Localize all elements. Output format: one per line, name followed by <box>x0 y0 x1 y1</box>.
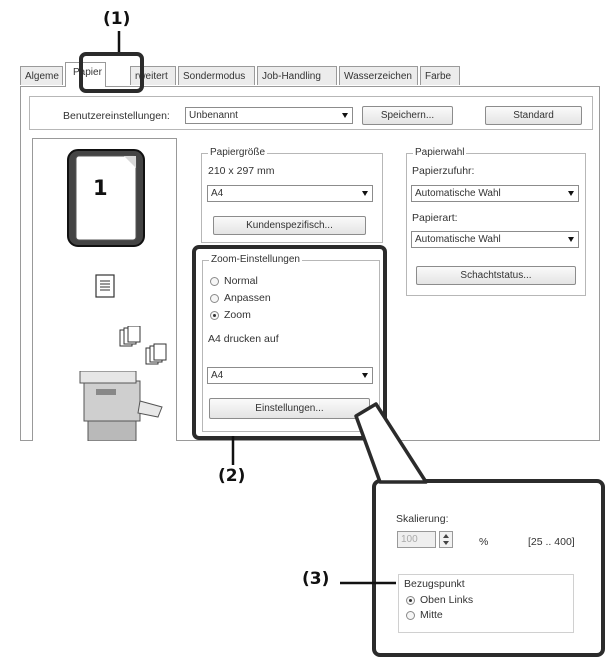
paper-selection-title: Papierwahl <box>413 147 467 158</box>
tab-job-handling[interactable]: Job-Handling <box>257 66 337 85</box>
tab-paper[interactable]: Papier <box>65 62 106 87</box>
scaling-detail-callout <box>372 479 605 657</box>
user-settings-frame <box>29 96 593 130</box>
page-preview-icon <box>67 149 145 247</box>
print-on-select[interactable]: A4 <box>207 367 373 384</box>
scaling-range: [25 .. 400] <box>528 536 575 548</box>
tray-status-button[interactable]: Schachtstatus... <box>416 266 576 285</box>
user-settings-select[interactable]: Unbenannt <box>185 107 353 124</box>
zoom-fit-radio[interactable] <box>210 294 219 303</box>
user-settings-value: Unbenannt <box>189 110 238 121</box>
paper-size-title: Papiergröße <box>208 147 268 158</box>
callout-3: (3) <box>302 569 330 589</box>
zoom-settings-title: Zoom-Einstellungen <box>209 254 302 265</box>
callout-2: (2) <box>218 466 246 486</box>
reference-point-group <box>398 574 574 633</box>
zoom-normal-radio[interactable] <box>210 277 219 286</box>
scaling-value: 100 <box>401 534 418 545</box>
custom-size-button[interactable]: Kundenspezifisch... <box>213 216 366 235</box>
standard-button[interactable]: Standard <box>485 106 582 125</box>
zoom-settings-group: Zoom-Einstellungen <box>202 254 380 432</box>
paper-size-select[interactable]: A4 <box>207 185 373 202</box>
chevron-down-icon <box>362 191 368 196</box>
spin-up-down-icon <box>443 534 449 545</box>
paper-size-group: Papiergröße <box>201 147 383 243</box>
tab-general[interactable]: Algeme <box>20 66 63 85</box>
zoom-fit-label: Anpassen <box>224 292 271 304</box>
scaling-input[interactable]: 100 <box>397 531 436 548</box>
reference-top-left-label: Oben Links <box>420 594 474 606</box>
paper-feed-label: Papierzufuhr: <box>412 165 475 177</box>
scaling-unit: % <box>479 536 489 548</box>
page-number: 1 <box>93 176 108 200</box>
paper-type-select[interactable]: Automatische Wahl <box>411 231 579 248</box>
paper-selection-group: Papierwahl <box>406 147 586 296</box>
paper-feed-select[interactable]: Automatische Wahl <box>411 185 579 202</box>
callout-1: (1) <box>103 9 131 29</box>
tab-watermark[interactable]: Wasserzeichen <box>339 66 418 85</box>
save-button[interactable]: Speichern... <box>362 106 453 125</box>
copies-icon <box>119 326 167 365</box>
paper-type-value: Automatische Wahl <box>415 234 501 245</box>
tab-special-mode[interactable]: Sondermodus <box>178 66 255 85</box>
print-on-label: A4 drucken auf <box>208 333 279 345</box>
chevron-down-icon <box>568 191 574 196</box>
zoom-zoom-radio[interactable] <box>210 311 219 320</box>
user-settings-label: Benutzereinstellungen: <box>63 110 170 122</box>
chevron-down-icon <box>362 373 368 378</box>
reference-center-label: Mitte <box>420 609 443 621</box>
printer-machine-icon <box>79 371 163 441</box>
highlight-zoom-settings <box>192 245 387 440</box>
paper-size-value: A4 <box>211 188 224 199</box>
chevron-down-icon <box>568 237 574 242</box>
paper-size-dimensions: 210 x 297 mm <box>208 165 275 177</box>
highlight-tab-paper <box>79 52 144 93</box>
tab-color[interactable]: Farbe <box>420 66 460 85</box>
paper-type-label: Papierart: <box>412 212 458 224</box>
print-on-value: A4 <box>211 370 224 381</box>
document-icon <box>95 274 115 298</box>
paper-feed-value: Automatische Wahl <box>415 188 501 199</box>
scaling-spinner[interactable] <box>439 531 453 548</box>
reference-center-radio[interactable] <box>406 611 415 620</box>
reference-top-left-radio[interactable] <box>406 596 415 605</box>
reference-point-title: Bezugspunkt <box>404 578 465 590</box>
scaling-label: Skalierung: <box>396 513 449 525</box>
chevron-down-icon <box>342 113 348 118</box>
zoom-zoom-label: Zoom <box>224 309 251 321</box>
zoom-normal-label: Normal <box>224 275 258 287</box>
